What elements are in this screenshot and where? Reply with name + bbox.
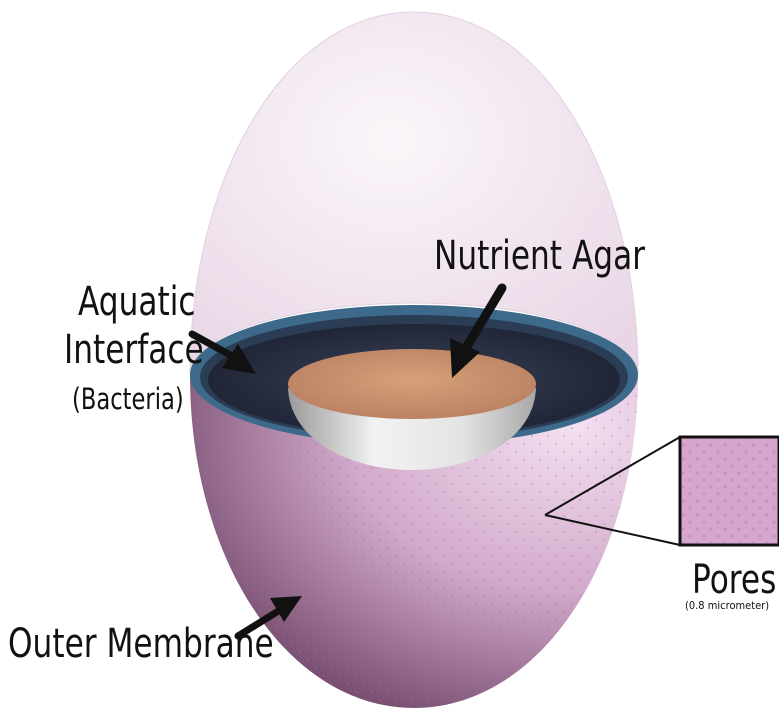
- label-bacteria: (Bacteria): [72, 385, 184, 414]
- label-aquatic: Aquatic: [78, 282, 196, 322]
- label-pores: Pores: [692, 560, 776, 600]
- nutrient-agar-surface: [288, 349, 536, 419]
- label-interface: Interface: [64, 330, 204, 370]
- label-outer-membrane: Outer Membrane: [8, 624, 274, 664]
- label-nutrient-agar: Nutrient Agar: [434, 236, 645, 276]
- label-pore-size: (0.8 micrometer): [685, 600, 769, 611]
